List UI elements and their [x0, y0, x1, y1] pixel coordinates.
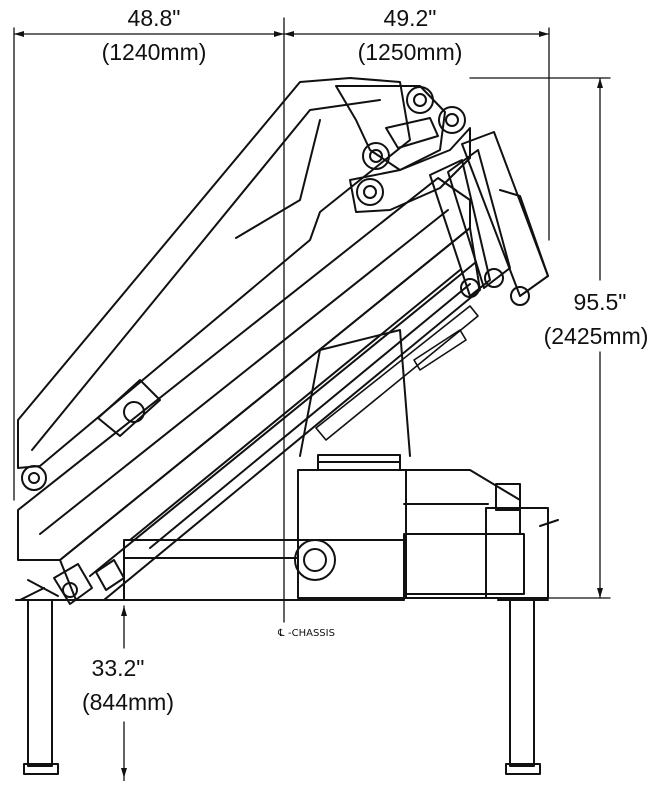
arrow-left	[14, 31, 24, 37]
arrow-clearance-bottom	[121, 768, 127, 778]
boom-tip-pin	[62, 582, 78, 598]
main-boom-inner	[59, 227, 481, 601]
pin-jib-2	[484, 268, 504, 288]
lift-cylinder	[315, 305, 479, 441]
slew-housing	[297, 469, 407, 599]
boom-plate	[97, 379, 161, 437]
dimension-arrows	[14, 31, 603, 778]
stabilizer-port	[294, 539, 336, 581]
dimension-labels: 48.8" (1240mm) 49.2" (1250mm) 95.5" (242…	[82, 5, 648, 715]
clearance-metric: (844mm)	[82, 689, 174, 715]
arrow-center-right	[284, 31, 294, 37]
pin-jib-1	[460, 278, 480, 298]
stabilizer-legs	[15, 599, 549, 775]
control-lever	[539, 519, 559, 527]
arrow-height-bottom	[597, 588, 603, 598]
arrow-height-top	[597, 78, 603, 88]
pin-boom-foot	[21, 465, 47, 491]
control-lever-box	[495, 483, 521, 511]
jib-link-1	[429, 159, 491, 297]
pivot-pins	[21, 86, 530, 491]
arrow-right	[539, 31, 549, 37]
pin-top	[406, 86, 434, 114]
width-left-metric: (1240mm)	[102, 39, 207, 65]
knuckle-plate-upper	[335, 85, 446, 171]
boom-tip	[19, 559, 125, 605]
arrow-clearance-top	[121, 606, 127, 616]
knuckle-assembly	[335, 85, 549, 297]
crane-base	[123, 454, 559, 601]
stabilizer-foot-left	[23, 763, 59, 775]
pin-boom-mid	[123, 401, 145, 423]
height-imperial: 95.5"	[574, 289, 627, 315]
control-valve	[485, 507, 549, 599]
pin-jib-tip	[510, 286, 530, 306]
inner-boom-body	[17, 77, 411, 469]
width-left-imperial: 48.8"	[128, 5, 181, 31]
centerline-symbol: ℄	[277, 628, 285, 639]
centerline-label: -CHASSIS	[288, 628, 335, 639]
pin-knuckle	[438, 106, 466, 134]
pin-mid	[362, 142, 390, 170]
hydraulic-tank	[403, 533, 525, 595]
width-right-metric: (1250mm)	[358, 39, 463, 65]
knuckle-link	[385, 117, 439, 149]
cylinder-rod	[413, 329, 467, 371]
stabilizer-leg-left	[27, 599, 53, 767]
arrow-center-left	[274, 31, 284, 37]
width-right-imperial: 49.2"	[384, 5, 437, 31]
crane-column	[299, 329, 411, 457]
knuckle-plate-lower	[349, 127, 471, 213]
column	[299, 329, 411, 457]
boom-cutout	[235, 119, 321, 239]
stabilizer-foot-right	[505, 763, 541, 775]
hydraulic-cylinders	[315, 305, 479, 441]
clearance-imperial: 33.2"	[92, 655, 145, 681]
crane	[15, 77, 559, 775]
height-metric: (2425mm)	[544, 323, 649, 349]
main-boom	[17, 177, 481, 601]
control-bracket	[403, 469, 521, 535]
inner-boom	[17, 77, 411, 469]
stabilizer-leg-right	[509, 599, 535, 767]
boom-tip-pad	[95, 559, 125, 591]
pin-lower	[356, 178, 384, 206]
